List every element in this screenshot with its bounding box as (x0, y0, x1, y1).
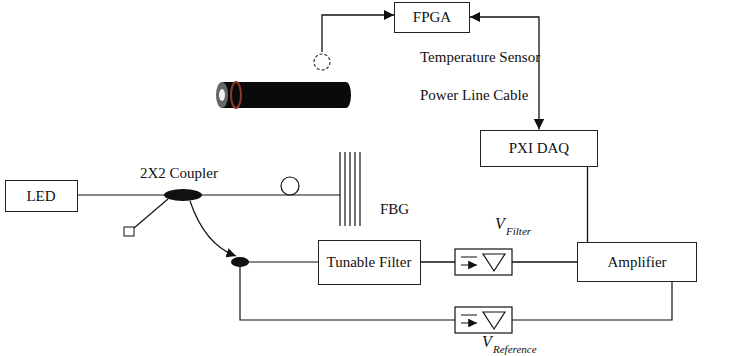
signal-subscript: Reference (493, 344, 537, 355)
splitter-symbol (231, 257, 249, 267)
fiber-termination (124, 227, 134, 236)
box-label: Tunable Filter (327, 254, 412, 271)
fiber-to-filter (248, 261, 318, 262)
daq-box: PXI DAQ (480, 130, 598, 167)
reference-wire (512, 282, 672, 320)
filter-box: Tunable Filter (318, 240, 421, 285)
signal-name: V (482, 334, 492, 350)
sensor-label: Temperature Sensor (420, 50, 540, 65)
coupler-port (134, 199, 168, 228)
box-label: FPGA (413, 9, 451, 26)
coupler-label: 2X2 Coupler (140, 166, 218, 181)
box-label: PXI DAQ (509, 140, 569, 157)
fbg-grating (340, 152, 360, 226)
led-box: LED (5, 180, 78, 212)
signal-name: V (495, 216, 505, 232)
power-line-cable-drawing (216, 82, 351, 108)
temperature-sensor-symbol (314, 54, 330, 70)
sensor-wire (322, 15, 394, 52)
amplifier-box: Amplifier (577, 242, 697, 282)
signal-subscript: Filter (506, 226, 531, 237)
box-label: Amplifier (607, 254, 666, 271)
photodetector-symbol (455, 307, 512, 333)
cable-label: Power Line Cable (420, 88, 528, 103)
fpga-box: FPGA (394, 2, 470, 33)
optical-fiber (77, 194, 340, 195)
box-label: LED (26, 188, 55, 205)
connector (470, 17, 539, 130)
fbg-label: FBG (380, 202, 409, 217)
fiber-loop (281, 177, 299, 195)
connector (587, 167, 588, 243)
coupler-return-arrow (190, 201, 236, 256)
photodetector-symbol (455, 249, 512, 275)
coupler-symbol (164, 189, 202, 201)
